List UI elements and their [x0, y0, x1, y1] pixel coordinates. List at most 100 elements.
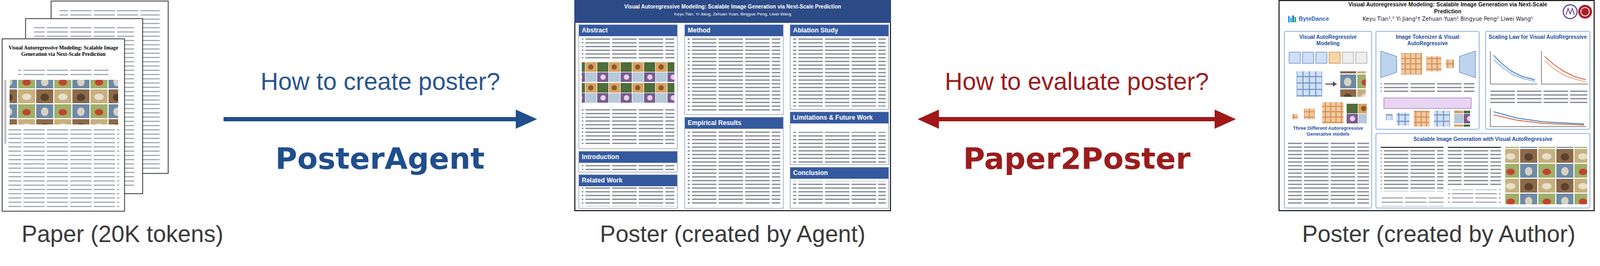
paper-sheet: [9, 79, 119, 125]
author-poster-figure: [1447, 146, 1501, 148]
section-heading: Ablation Study: [790, 25, 889, 37]
author-poster-figure: [1447, 149, 1501, 187]
author-poster-figure: [1433, 110, 1450, 127]
author-poster-figure: [1332, 81, 1338, 87]
author-poster-figure: [1493, 55, 1536, 80]
poster-panel: Visual AutoRegressive Modeling: [1283, 30, 1373, 209]
author-poster-figure: [1380, 194, 1444, 207]
author-poster-figure: [1400, 53, 1423, 75]
poster-section: Limitations & Future Work: [789, 111, 889, 166]
panel-heading: Visual AutoRegressive Modeling: [1284, 31, 1372, 49]
caption: Poster (created by Author): [1301, 220, 1576, 249]
author-poster-figure: [1380, 146, 1444, 148]
agent-poster-figure: [687, 38, 781, 111]
author-poster-figure: [1342, 52, 1354, 64]
caption: Poster (created by Agent): [599, 220, 866, 249]
panel-heading: Scaling Law for Visual AutoRegressive: [1486, 31, 1590, 43]
poster-title: Visual Autoregressive Modeling: Scalable…: [1335, 1, 1560, 15]
author-poster-figure: [1278, 0, 1595, 212]
agent-poster-figure: [574, 0, 892, 212]
author-poster-figure: [1380, 51, 1397, 78]
section-heading: Limitations & Future Work: [790, 112, 889, 124]
author-poster-figure: [1296, 71, 1323, 97]
author-poster-figure: [1459, 51, 1476, 78]
author-poster-figure: [1489, 88, 1588, 105]
author-poster-figure: [1355, 52, 1367, 64]
author-poster-figure: [1493, 59, 1536, 82]
author-poster-figure: [1447, 189, 1501, 206]
author-poster-figure: [1563, 4, 1578, 19]
author-poster-figure: [1580, 7, 1590, 16]
agent-poster-figure: [581, 187, 675, 207]
agent-poster-figure: [581, 107, 675, 146]
agent-poster-figure: [793, 132, 886, 163]
poster-panel: Image Tokenizer & Visual AutoRegressive: [1375, 30, 1480, 130]
section-heading: Method: [685, 25, 783, 37]
paper-sheet: [4, 79, 7, 144]
edge-label: How to create poster?: [210, 67, 551, 96]
author-poster-figure: [1493, 114, 1585, 126]
edge-label: How to evaluate poster?: [906, 67, 1248, 96]
author-poster-figure: [1383, 97, 1472, 109]
author-poster-figure: [1454, 110, 1471, 127]
author-list: Keyu Tian¹,² Yi Jiang²† Zehuan Yuan² Bin…: [1338, 15, 1557, 23]
paper-sheet: [8, 128, 120, 208]
author-poster-figure: [1541, 51, 1589, 85]
flow-arrow: [223, 117, 522, 122]
method-name: PosterAgent: [224, 140, 536, 177]
poster-section: Abstract: [578, 24, 678, 150]
author-poster-figure: [1290, 17, 1292, 23]
author-poster-figure: [1490, 108, 1587, 127]
poster-section: Empirical Results: [684, 117, 784, 209]
author-poster-figure: [1288, 15, 1290, 23]
section-heading: Conclusion: [790, 167, 889, 179]
agent-poster-figure: [581, 61, 675, 104]
author-poster: Poster (created by Author)Visual AutoReg…: [1278, 0, 1595, 212]
figure-caption: Three Different Autoregressive Generativ…: [1284, 125, 1372, 138]
paper-sheet: [18, 68, 109, 78]
panel-heading: Image Tokenizer & Visual AutoRegressive: [1376, 31, 1479, 49]
agent-poster-figure: [574, 0, 892, 212]
poster-title: Visual Autoregressive Modeling: Scalable…: [574, 0, 892, 12]
author-poster-figure: [1304, 108, 1315, 120]
caption: Paper (20K tokens): [21, 220, 224, 249]
section-heading: Abstract: [579, 25, 678, 37]
agent-poster-figure: [581, 163, 675, 172]
author-poster-figure: [1289, 52, 1301, 64]
author-poster-figure: [1340, 71, 1366, 97]
author-poster-figure: [1380, 81, 1475, 94]
section-heading: Empirical Results: [685, 117, 783, 129]
poster-section: Related Work: [578, 174, 678, 209]
logo-text: ByteDance: [1298, 15, 1338, 23]
author-poster-figure: [1426, 56, 1442, 72]
poster-section: Conclusion: [789, 167, 889, 209]
poster-title-band: Visual Autoregressive Modeling: Scalable…: [574, 0, 892, 23]
author-poster-figure: [1288, 141, 1369, 206]
poster-panel: Scaling Law for Visual AutoRegressive: [1485, 30, 1591, 130]
paper-sheet: [2, 38, 125, 212]
author-poster-figure: [1505, 146, 1588, 205]
flow-arrow: [933, 117, 1220, 122]
poster-title: Keyu Tian, Yi Jiang, Zehuan Yuan, Bingyu…: [574, 11, 892, 19]
benchmark-name: Paper2Poster: [920, 140, 1233, 177]
agent-poster-figure: [581, 38, 675, 60]
paper-sheet: [2, 38, 125, 212]
agent-poster-figure: [687, 130, 781, 206]
author-poster-figure: [1565, 8, 1575, 15]
paper-stack: Paper (20K tokens): [0, 1, 171, 212]
author-poster-figure: [1578, 4, 1593, 19]
author-poster-figure: [1322, 102, 1344, 124]
author-poster-figure: [1380, 149, 1444, 192]
author-poster-figure: [1445, 59, 1455, 69]
poster-panel: Scalable Image Generation with Visual Au…: [1375, 133, 1591, 209]
panel-heading: Scalable Image Generation with Visual Au…: [1376, 134, 1590, 145]
paper-title: Visual Autoregressive Modeling: Scalable…: [8, 44, 119, 58]
author-poster-figure: [1413, 110, 1430, 127]
author-poster-figure: [1544, 56, 1587, 80]
author-poster-figure: [1544, 60, 1587, 82]
section-heading: Related Work: [579, 175, 678, 187]
author-poster-figure: [1292, 113, 1298, 120]
agent-poster-figure: [793, 180, 886, 206]
author-poster-figure: [1278, 0, 1595, 212]
